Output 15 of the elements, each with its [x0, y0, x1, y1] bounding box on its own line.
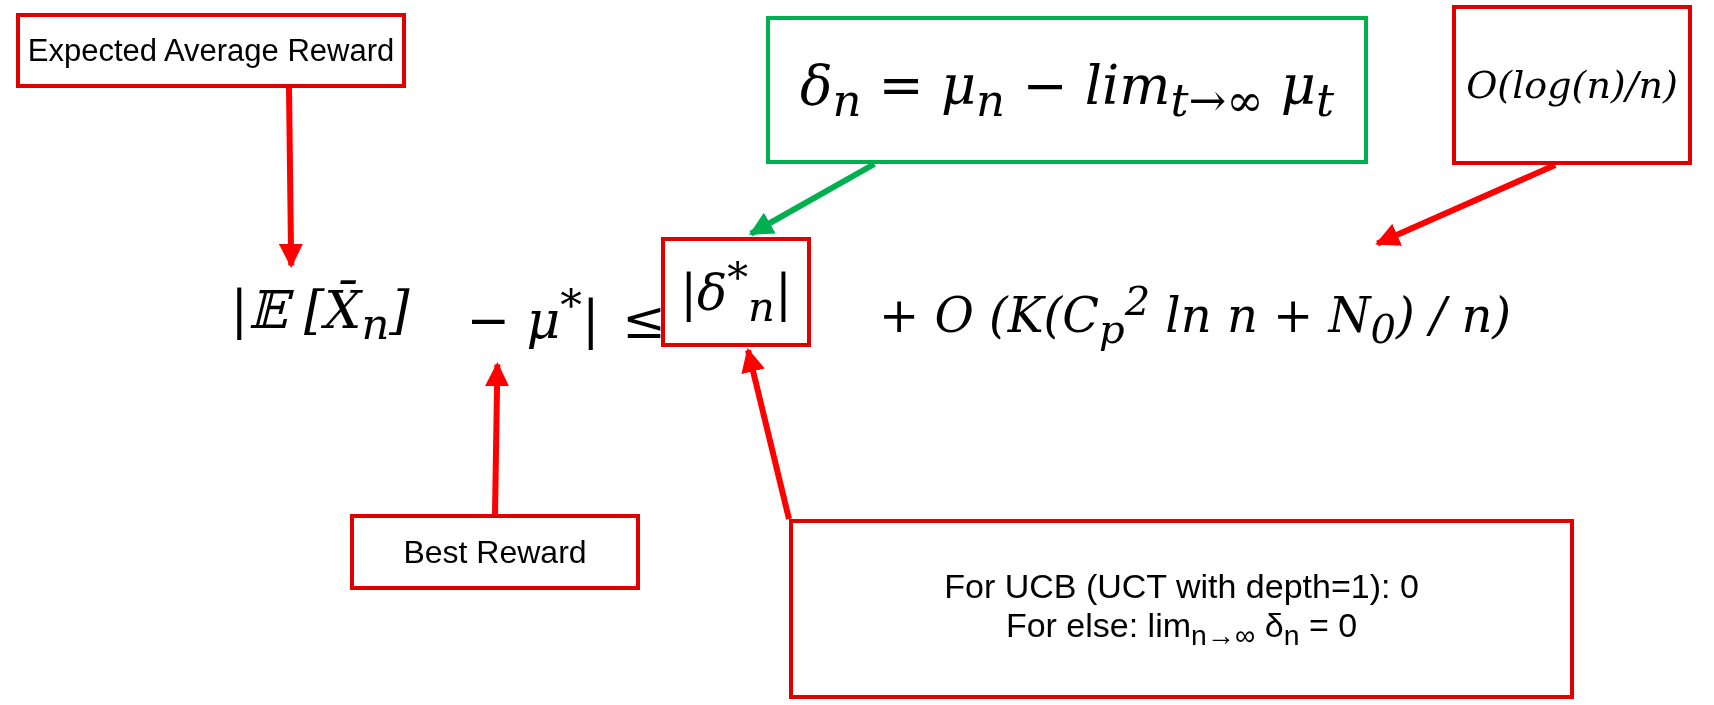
callout-label: Best Reward — [350, 514, 640, 590]
annotation-text: For else: lim$_{n→∞}$ δ$_{n}$ = 0 — [1005, 605, 1358, 652]
formula-term: − μ$^{*}$| — [444, 270, 622, 360]
callout-label — [789, 519, 1574, 699]
arrow — [741, 347, 792, 520]
arrow — [278, 87, 303, 268]
formula-callout: δ$_{n}$ = μ$_{n}$ − lim$_{t→∞}$ μ$_{t}$ — [766, 16, 1368, 164]
formula-callout: |δ$^{*}$$_{n}$| — [661, 237, 811, 347]
formula-callout: O(log(n)/n) — [1452, 5, 1692, 165]
math-symbol: ≤ — [628, 289, 660, 352]
annotation-text: For UCB (UCT with depth=1): 0 — [944, 566, 1419, 606]
callout-label: Expected Average Reward — [16, 13, 406, 88]
arrow — [485, 362, 510, 515]
formula-term: + O (K(C$_{p}$$^{2}$ ln n + N$_{0}$) / n) — [815, 250, 1575, 380]
formula-term: |𝔼 [X̄$_{n}$] — [200, 270, 440, 360]
